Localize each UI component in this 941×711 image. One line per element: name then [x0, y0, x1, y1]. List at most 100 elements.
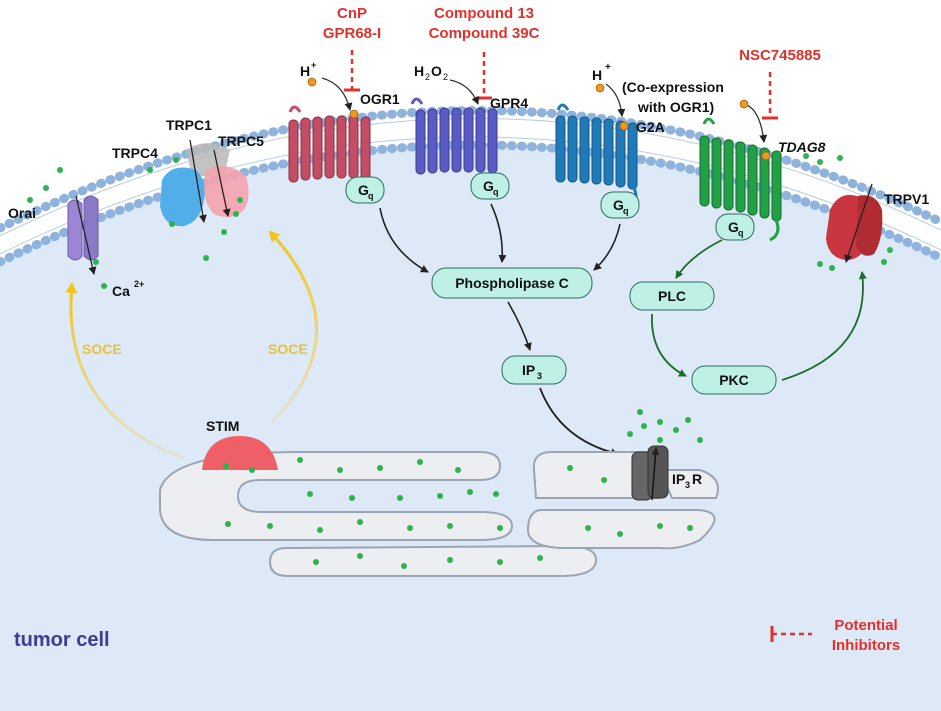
calcium-ion: [223, 463, 229, 469]
channel-label-trpc4: TRPC4: [112, 145, 158, 161]
calcium-ion: [237, 197, 243, 203]
inhibitor-label-compound13: Compound 13: [434, 5, 534, 22]
svg-text:H: H: [592, 67, 602, 83]
calcium-ion: [657, 419, 663, 425]
calcium-label: Ca 2+: [112, 279, 144, 299]
svg-text:Inhibitors: Inhibitors: [832, 637, 900, 654]
gq-gpr4: G q: [470, 172, 510, 200]
pkc-node: PKC: [691, 365, 777, 395]
calcium-ion: [225, 521, 231, 527]
svg-text:IP: IP: [522, 362, 535, 378]
orai-channel: [67, 195, 99, 261]
calcium-ion: [641, 423, 647, 429]
calcium-ion: [357, 519, 363, 525]
calcium-ion: [817, 261, 823, 267]
calcium-ion: [313, 559, 319, 565]
calcium-ion: [437, 493, 443, 499]
ip3r-channel: [631, 445, 669, 501]
trpc-channel-cluster: [160, 143, 249, 227]
soce-arrow-right: [268, 230, 318, 424]
svg-text:G: G: [728, 219, 739, 235]
calcium-ion: [397, 495, 403, 501]
tdag8-receptor: [699, 117, 782, 242]
svg-text:q: q: [738, 228, 744, 238]
calcium-ion: [233, 211, 239, 217]
calcium-ion-dots: [27, 153, 893, 569]
calcium-ion: [497, 525, 503, 531]
calcium-ion: [401, 563, 407, 569]
gpr4-receptor: [410, 97, 499, 196]
calcium-ion: [829, 265, 835, 271]
svg-text:q: q: [493, 187, 499, 197]
svg-text:3: 3: [537, 371, 542, 381]
calcium-ion: [567, 465, 573, 471]
svg-text:Potential: Potential: [834, 617, 897, 634]
calcium-ion: [817, 159, 823, 165]
ip3r-label: IP 3 R: [672, 471, 702, 490]
soce-arrow-left: [65, 282, 185, 460]
receptor-label-ogr1: OGR1: [360, 91, 400, 107]
calcium-ion: [203, 255, 209, 261]
arrow-tdag8-to-plc: [675, 239, 723, 279]
arrow-g2a-to-plc: [593, 223, 621, 271]
svg-text:2+: 2+: [134, 279, 144, 289]
channel-label-trpv1: TRPV1: [884, 191, 929, 207]
calcium-ion: [537, 555, 543, 561]
calcium-ion: [43, 185, 49, 191]
svg-text:H: H: [414, 63, 424, 79]
gq-tdag8: G q: [715, 213, 755, 241]
calcium-ion: [267, 523, 273, 529]
svg-text:G: G: [358, 182, 369, 198]
calcium-ion: [585, 525, 591, 531]
proton-label-ogr1: H +: [300, 60, 316, 79]
svg-text:+: +: [311, 60, 316, 70]
ip3-node: IP 3: [501, 355, 567, 385]
proton-arrow-ogr1: [321, 77, 353, 111]
receptor-label-gpr4: GPR4: [490, 95, 528, 111]
calcium-ion: [147, 167, 153, 173]
calcium-ion: [887, 247, 893, 253]
calcium-ion: [101, 283, 107, 289]
svg-text:3: 3: [685, 480, 690, 490]
trpc5-influx-arrow: [213, 149, 231, 217]
svg-text:2: 2: [443, 72, 448, 82]
phospholipase-c-node: Phospholipase C: [431, 267, 593, 299]
arrow-pkc-to-trpv1: [781, 271, 867, 381]
calcium-ion: [93, 259, 99, 265]
svg-text:2: 2: [425, 72, 430, 82]
plc-node: PLC: [629, 281, 715, 311]
calcium-ion: [803, 153, 809, 159]
inhibitor-label-compound39c: Compound 39C: [429, 25, 540, 42]
calcium-ion: [673, 427, 679, 433]
channel-label-orai: Orai: [8, 205, 36, 221]
receptor-label-g2a: G2A: [636, 119, 665, 135]
soce-label-left: SOCE: [82, 341, 122, 357]
svg-text:G: G: [613, 197, 624, 213]
calcium-ion: [627, 431, 633, 437]
coexpression-label-line2: with OGR1): [637, 99, 714, 115]
calcium-ion: [467, 489, 473, 495]
calcium-ion: [377, 465, 383, 471]
endoplasmic-reticulum: [159, 451, 719, 577]
h2o2-label: H 2 O 2: [414, 63, 448, 82]
calcium-ion: [57, 167, 63, 173]
calcium-ion: [249, 467, 255, 473]
svg-text:q: q: [368, 191, 374, 201]
svg-text:H: H: [300, 63, 310, 79]
gq-ogr1: G q: [345, 176, 385, 204]
calcium-ion: [617, 531, 623, 537]
calcium-ion: [349, 495, 355, 501]
calcium-ion: [697, 437, 703, 443]
soce-label-right: SOCE: [268, 341, 308, 357]
calcium-ion: [493, 491, 499, 497]
calcium-ion: [657, 437, 663, 443]
svg-text:G: G: [483, 178, 494, 194]
proton-arrow-tdag8: [743, 103, 768, 143]
inhibitor-tdag8: [762, 72, 778, 120]
h2o2-arrow-gpr4: [449, 79, 480, 105]
orai-influx-arrow: [75, 195, 97, 275]
trpv1-influx-arrow: [844, 183, 873, 263]
arrow-gpr4-to-plc: [490, 203, 507, 263]
calcium-ion: [881, 259, 887, 265]
